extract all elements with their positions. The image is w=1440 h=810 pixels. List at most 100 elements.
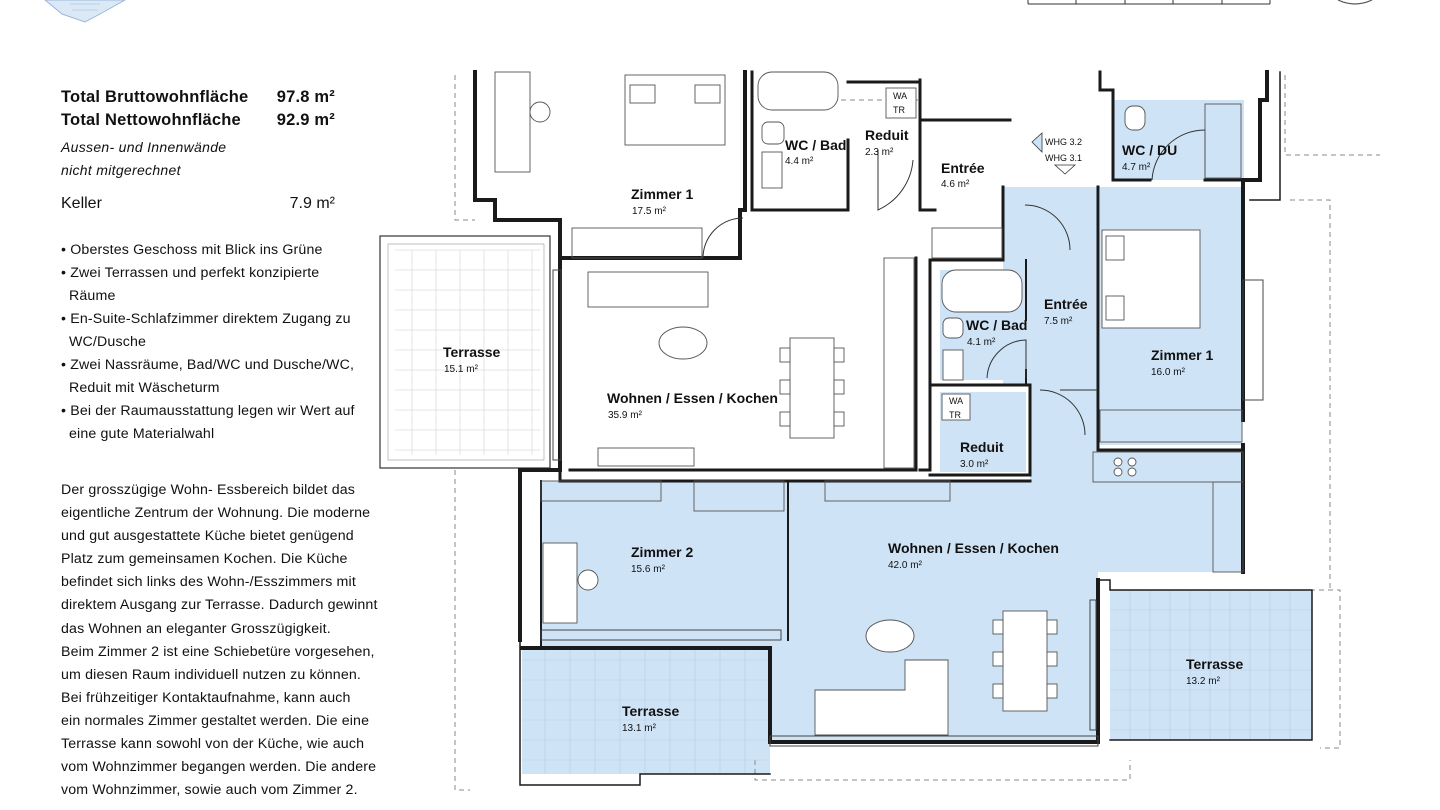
washer-labels: WA TR WA TR	[893, 91, 963, 420]
walls-note: Aussen- und Innenwände nicht mitgerechne…	[61, 136, 381, 182]
toilet-icon	[1124, 105, 1146, 131]
kitchen-counter-icon	[883, 257, 915, 469]
terrace-left	[379, 235, 551, 469]
room-area: 7.5 m²	[1044, 316, 1073, 327]
room-name: Terrasse	[1186, 656, 1244, 672]
sink-icon	[761, 151, 783, 189]
description-line: das Wohnen an eleganter Grosszügigkeit.	[61, 620, 331, 637]
room-area: 3.0 m²	[960, 459, 989, 470]
description-line: befindet sich links des Wohn-/Esszimmers…	[61, 574, 356, 591]
desk-icon	[542, 542, 578, 624]
wa-label: WA	[893, 91, 907, 101]
room-area: 13.2 m²	[1186, 676, 1221, 687]
washer-icon	[885, 87, 917, 119]
header-strip	[44, 0, 1373, 23]
walls-note-line2: nicht mitgerechnet	[61, 162, 181, 178]
tr-label: TR	[893, 105, 905, 115]
description-line: und gut ausgestattete Küche bietet genüg…	[61, 528, 354, 545]
description-line: Platz zum gemeinsamen Kochen. Die Küche	[61, 551, 348, 568]
room-area: 4.4 m²	[785, 156, 814, 167]
description-text: Der grosszügige Wohn- Essbereich bildet …	[61, 479, 379, 802]
description-line: Beim Zimmer 2 ist eine Schiebetüre vorge…	[61, 643, 375, 660]
room-name: Terrasse	[622, 703, 680, 719]
room-area: 13.1 m²	[622, 723, 657, 734]
shower-icon	[1204, 103, 1242, 179]
highlight-living	[541, 450, 1243, 742]
description-line: vom Wohnzimmer begangen werden. Die ande…	[61, 759, 377, 776]
sink-icon	[942, 349, 964, 381]
keller-label: Keller	[61, 195, 102, 212]
keller-value: 7.9 m²	[289, 195, 335, 212]
whg-b-label: WHG 3.1	[1045, 153, 1082, 163]
description-line: Terrasse kann sowohl von der Küche, wie …	[61, 736, 365, 753]
room-area: 15.6 m²	[631, 564, 666, 575]
feature-item: Oberstes Geschoss mit Blick ins Grüne	[61, 239, 369, 262]
netto-label: Total Nettowohnfläche	[61, 111, 241, 129]
room-area: 2.3 m²	[865, 147, 894, 158]
dining-table-icon	[789, 337, 835, 439]
room-area: 4.1 m²	[967, 337, 996, 348]
wa-label: WA	[949, 396, 963, 406]
room-area: 16.0 m²	[1151, 367, 1186, 378]
description-line: Bei frühzeitiger Kontaktaufnahme, kann a…	[61, 689, 351, 706]
toilet-icon	[942, 317, 964, 339]
bathtub-icon	[757, 71, 839, 111]
feature-list: Oberstes Geschoss mit Blick ins Grüne Zw…	[61, 239, 381, 446]
room-name: Reduit	[960, 439, 1004, 455]
feature-item: En-Suite-Schlafzimmer direktem Zugang zu…	[61, 308, 369, 354]
brutto-label: Total Bruttowohnfläche	[61, 88, 249, 106]
netto-value: 92.9 m²	[276, 111, 335, 129]
room-area: 4.6 m²	[941, 179, 970, 190]
room-name: Wohnen / Essen / Kochen	[888, 540, 1059, 556]
sofa-icon	[814, 659, 949, 736]
room-name: Entrée	[941, 160, 985, 176]
room-name: Zimmer 1	[631, 186, 693, 202]
keller-row: Keller 7.9 m²	[61, 195, 381, 217]
brutto-value: 97.8 m²	[276, 88, 335, 106]
room-area: 35.9 m²	[608, 410, 643, 421]
apartment-summary: Total Bruttowohnfläche 97.8 m² Total Net…	[61, 88, 381, 446]
chair-icon	[529, 101, 551, 123]
highlight-terrace-bottom	[522, 648, 770, 774]
whg-a-label: WHG 3.2	[1045, 137, 1082, 147]
room-name: Zimmer 2	[631, 544, 693, 560]
bathtub-icon	[941, 269, 1023, 313]
coffee-table-icon	[865, 619, 915, 653]
room-name: WC / Bad	[966, 317, 1027, 333]
description-line: Der grosszügige Wohn- Essbereich bildet …	[61, 482, 356, 498]
feature-item: Zwei Terrassen und perfekt konzipierte R…	[61, 262, 369, 308]
terrace-grids	[522, 590, 1312, 774]
furniture	[494, 71, 1244, 736]
toilet-icon	[761, 121, 785, 145]
floor-plan: WHG 3.2 WHG 3.1 WA TR WA TR Zimmer 1 17.…	[379, 70, 1380, 791]
building-logo-icon	[44, 0, 127, 23]
feature-item: Bei der Raumausstattung legen wir Wert a…	[61, 400, 369, 446]
highlight-terrace-right	[1110, 590, 1312, 740]
walls-note-line1: Aussen- und Innenwände	[61, 139, 227, 155]
brutto-row: Total Bruttowohnfläche 97.8 m²	[61, 88, 381, 111]
tr-label: TR	[949, 410, 961, 420]
room-name: WC / Bad	[785, 137, 846, 153]
room-area: 42.0 m²	[888, 560, 923, 571]
netto-row: Total Nettowohnfläche 92.9 m²	[61, 111, 381, 134]
room-name: Zimmer 1	[1151, 347, 1213, 363]
description-line: direktem Ausgang zur Terrasse. Dadurch g…	[61, 597, 378, 614]
door-swings	[702, 129, 1206, 436]
header-table-fragment	[1027, 0, 1271, 5]
unit-divider-marker: WHG 3.2 WHG 3.1	[1031, 132, 1082, 175]
chair-icon	[577, 569, 599, 591]
room-name: WC / DU	[1122, 142, 1177, 158]
desk-icon	[494, 71, 531, 173]
outline-dashes	[454, 75, 1380, 791]
room-name: Reduit	[865, 127, 909, 143]
description-line: eigentliche Zentrum der Wohnung. Die mod…	[61, 505, 371, 522]
north-arrow-icon	[1337, 0, 1373, 5]
room-area: 4.7 m²	[1122, 162, 1151, 173]
washer-icon	[941, 393, 971, 421]
description-line: ein normales Zimmer gestaltet werden. Di…	[61, 712, 370, 729]
room-area: 15.1 m²	[444, 364, 479, 375]
windows	[540, 269, 1264, 747]
description-line: um diesen Raum individuell nutzen zu kön…	[61, 666, 361, 683]
dining-table-icon	[1002, 610, 1048, 712]
room-labels: Zimmer 1 17.5 m² WC / Bad 4.4 m² Reduit …	[443, 127, 1244, 734]
